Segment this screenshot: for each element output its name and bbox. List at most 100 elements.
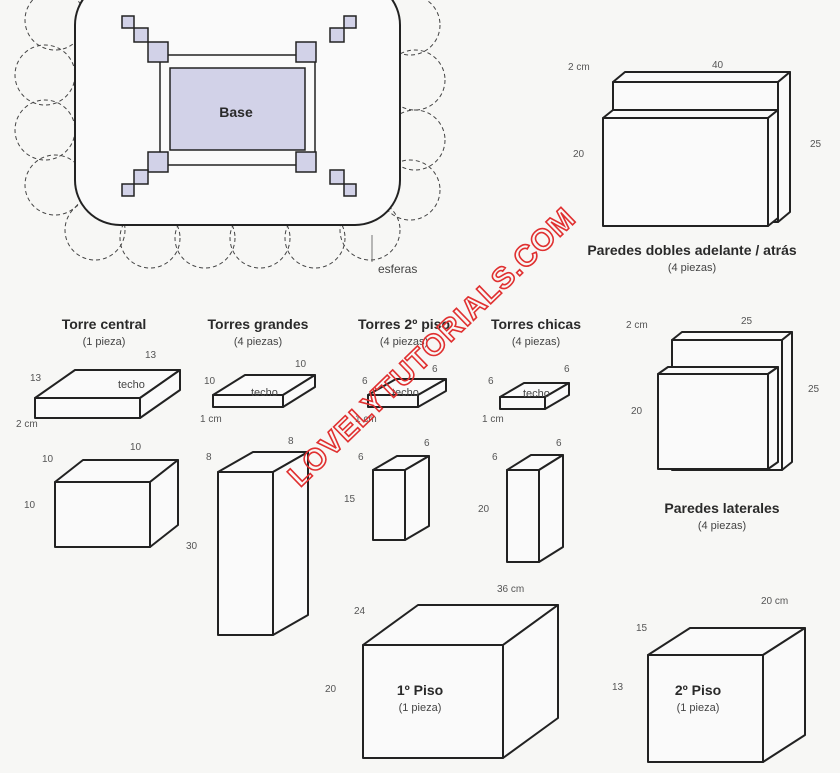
side-face [777, 71, 791, 223]
piso-1: 1º Piso (1 pieza) 36 cm 24 20 [325, 584, 524, 714]
svg-text:8: 8 [288, 436, 294, 447]
front-wall-paredes-dobles [602, 109, 779, 227]
svg-text:36 cm: 36 cm [497, 584, 524, 595]
top-face [671, 331, 793, 341]
title: Torres chicas [491, 316, 581, 332]
front-face [506, 469, 540, 563]
title: Paredes dobles adelante / atrás [587, 242, 797, 258]
svg-text:40: 40 [712, 60, 724, 71]
roof-label: techo [118, 379, 145, 391]
corner-step [121, 15, 135, 29]
svg-text:20: 20 [325, 684, 337, 695]
roof-label: techo [251, 387, 278, 399]
svg-text:25: 25 [808, 384, 820, 395]
piso-2: 2º Piso (1 pieza) 20 cm 15 13 [612, 596, 788, 714]
roof-label: techo [523, 388, 550, 400]
svg-text:10: 10 [295, 359, 307, 370]
roof-torre-central [34, 369, 181, 419]
front-wall-paredes-laterales [657, 366, 779, 470]
svg-text:10: 10 [130, 442, 142, 453]
svg-text:6: 6 [492, 452, 498, 463]
corner-step [329, 27, 345, 43]
front-face [602, 117, 769, 227]
corner-block [147, 41, 169, 63]
corner-block [295, 41, 317, 63]
torres-chicas: Torres chicas (4 piezas) techo 6 6 1 cm … [478, 316, 581, 515]
svg-text:20: 20 [573, 149, 585, 160]
base-label: Base [219, 104, 253, 120]
svg-text:10: 10 [42, 454, 54, 465]
body-torres-grandes [217, 451, 309, 636]
torres-2-piso: Torres 2º piso (4 piezas) techo 6 6 1 cm… [344, 316, 450, 505]
svg-text:30: 30 [186, 541, 198, 552]
base-area [169, 67, 306, 151]
front-face [657, 373, 769, 470]
front-face [499, 396, 546, 410]
front-face [212, 394, 284, 408]
svg-text:6: 6 [432, 364, 438, 375]
svg-text:13: 13 [30, 373, 42, 384]
sphere-outline [14, 99, 76, 161]
side-face [767, 109, 779, 227]
front-face [217, 471, 274, 636]
svg-text:25: 25 [810, 139, 822, 150]
svg-text:1 cm: 1 cm [200, 414, 222, 425]
torre-central: Torre central (1 pieza) techo 13 13 2 cm… [16, 316, 157, 511]
top-face [657, 366, 779, 375]
paredes-laterales: Paredes laterales (4 piezas) 2 cm 25 20 … [626, 316, 820, 532]
title: Torres grandes [208, 316, 309, 332]
front-face [362, 644, 504, 759]
count: (1 pieza) [677, 702, 720, 714]
title: Paredes laterales [664, 500, 779, 516]
svg-text:13: 13 [145, 350, 157, 361]
count: (1 pieza) [399, 702, 442, 714]
front-face [372, 469, 406, 541]
count: (4 piezas) [380, 336, 428, 348]
title: Torre central [62, 316, 147, 332]
svg-text:1 cm: 1 cm [355, 414, 377, 425]
svg-text:6: 6 [488, 376, 494, 387]
svg-text:6: 6 [358, 452, 364, 463]
svg-text:2 cm: 2 cm [568, 62, 590, 73]
svg-text:15: 15 [344, 494, 356, 505]
body-piso-1 [362, 604, 559, 759]
top-face [612, 71, 791, 83]
title: 2º Piso [675, 682, 721, 698]
side-face [781, 331, 793, 471]
svg-text:10: 10 [24, 500, 36, 511]
top-face [602, 109, 779, 119]
count: (4 piezas) [234, 336, 282, 348]
svg-text:20: 20 [631, 406, 643, 417]
svg-text:6: 6 [362, 376, 368, 387]
base-frame [121, 15, 357, 197]
sphere-outline [14, 44, 76, 106]
body-torre-central [54, 459, 179, 548]
svg-text:6: 6 [564, 364, 570, 375]
side-face [538, 454, 564, 563]
body-piso-2 [647, 627, 806, 763]
corner-step [329, 169, 345, 185]
body-torres-chicas [506, 454, 564, 563]
svg-text:6: 6 [424, 438, 430, 449]
svg-text:1 cm: 1 cm [482, 414, 504, 425]
count: (4 piezas) [512, 336, 560, 348]
paredes-dobles: Paredes dobles adelante / atrás (4 pieza… [568, 60, 822, 274]
corner-block [295, 151, 317, 173]
svg-text:20: 20 [478, 504, 490, 515]
title: 1º Piso [397, 682, 443, 698]
svg-text:6: 6 [556, 438, 562, 449]
count: (4 piezas) [698, 520, 746, 532]
svg-text:2 cm: 2 cm [16, 419, 38, 430]
side-face [767, 366, 779, 470]
title: Torres 2º piso [358, 316, 450, 332]
roof-torres-chicas [499, 382, 570, 410]
roof-torres-grandes [212, 374, 316, 408]
corner-step [343, 15, 357, 29]
svg-text:20 cm: 20 cm [761, 596, 788, 607]
corner-step [121, 183, 135, 197]
front-face [54, 481, 151, 548]
svg-text:8: 8 [206, 452, 212, 463]
side-face [404, 455, 430, 541]
